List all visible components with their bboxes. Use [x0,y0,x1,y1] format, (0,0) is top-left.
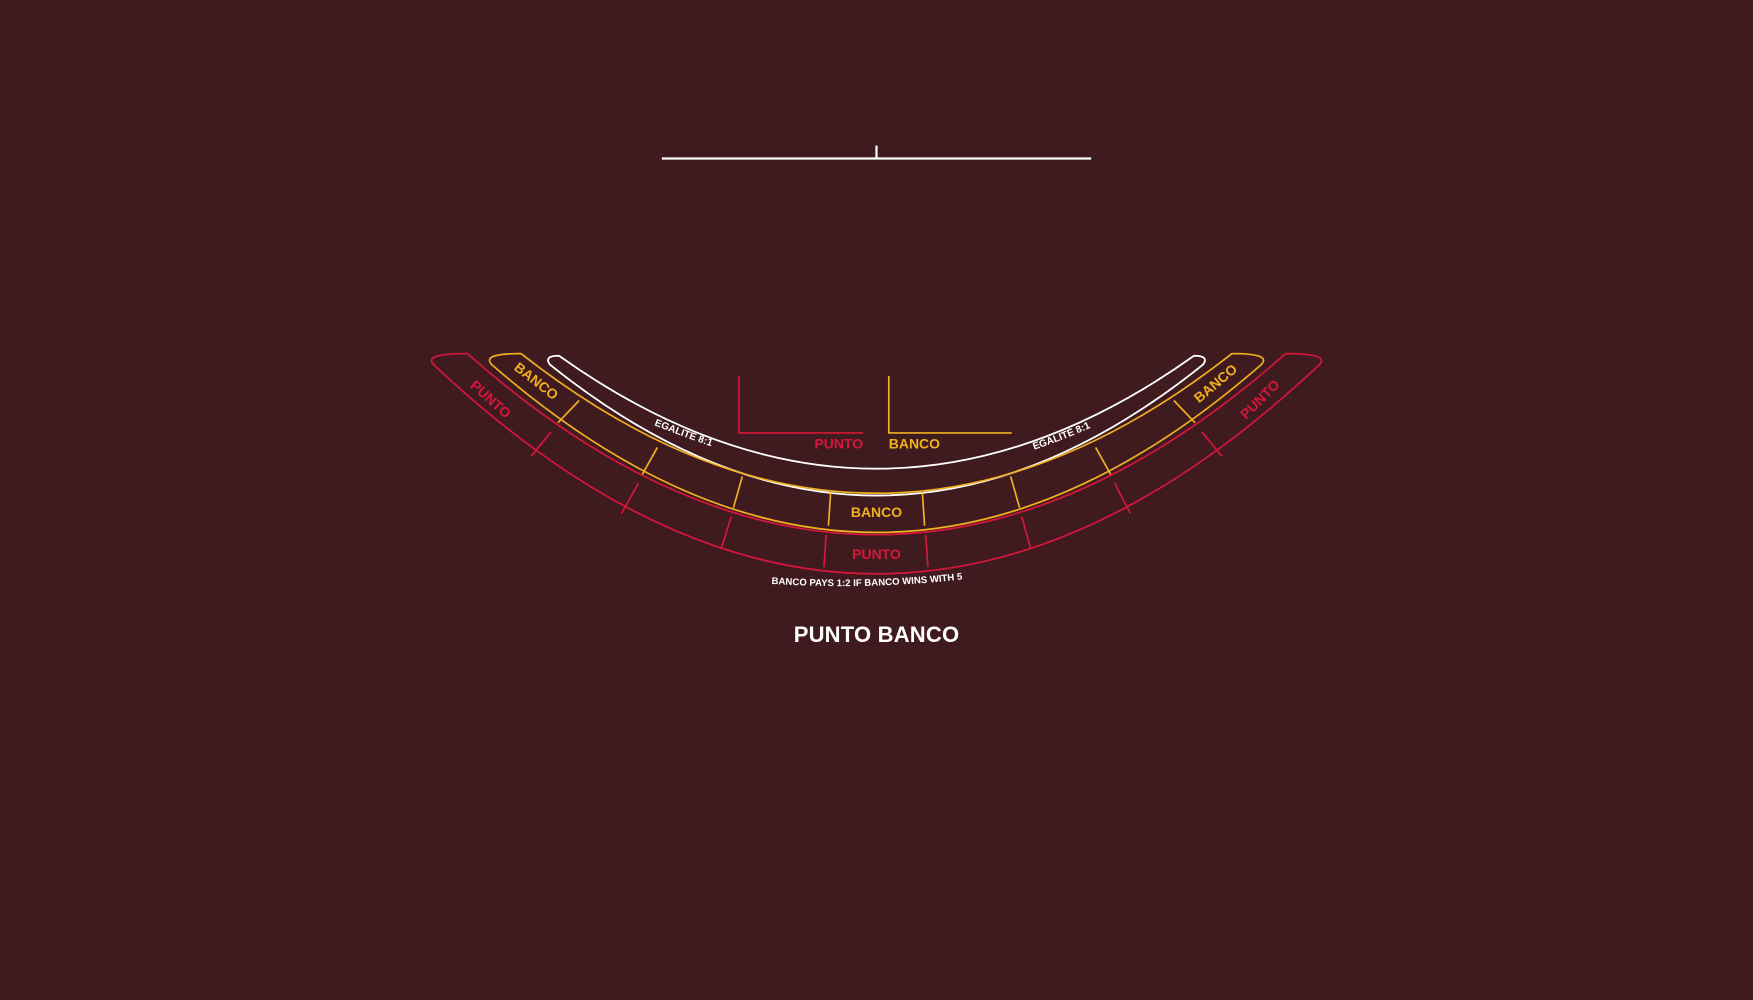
card-shoe-line [661,145,1092,160]
banco-betting-band[interactable] [488,352,1265,534]
tie-left-label: EGALITÉ 8:1 [653,418,714,450]
dealer-punto-card-area[interactable] [738,375,864,434]
table-title: PUNTO BANCO [793,622,960,647]
banco-center-label: BANCO [851,504,902,520]
dealer-punto-label: PUNTO [814,436,863,452]
punto-center-label: PUNTO [852,546,901,562]
banco-right-tip-label: BANCO [1191,361,1241,406]
punto-right-tip-label: PUNTO [1237,376,1283,422]
dealer-banco-label: BANCO [889,436,940,452]
punto-betting-band[interactable] [430,352,1323,575]
tie-betting-band[interactable] [547,354,1206,497]
dealer-banco-card-area[interactable] [887,375,1012,434]
tie-right-label: EGALITÉ 8:1 [1032,420,1093,452]
